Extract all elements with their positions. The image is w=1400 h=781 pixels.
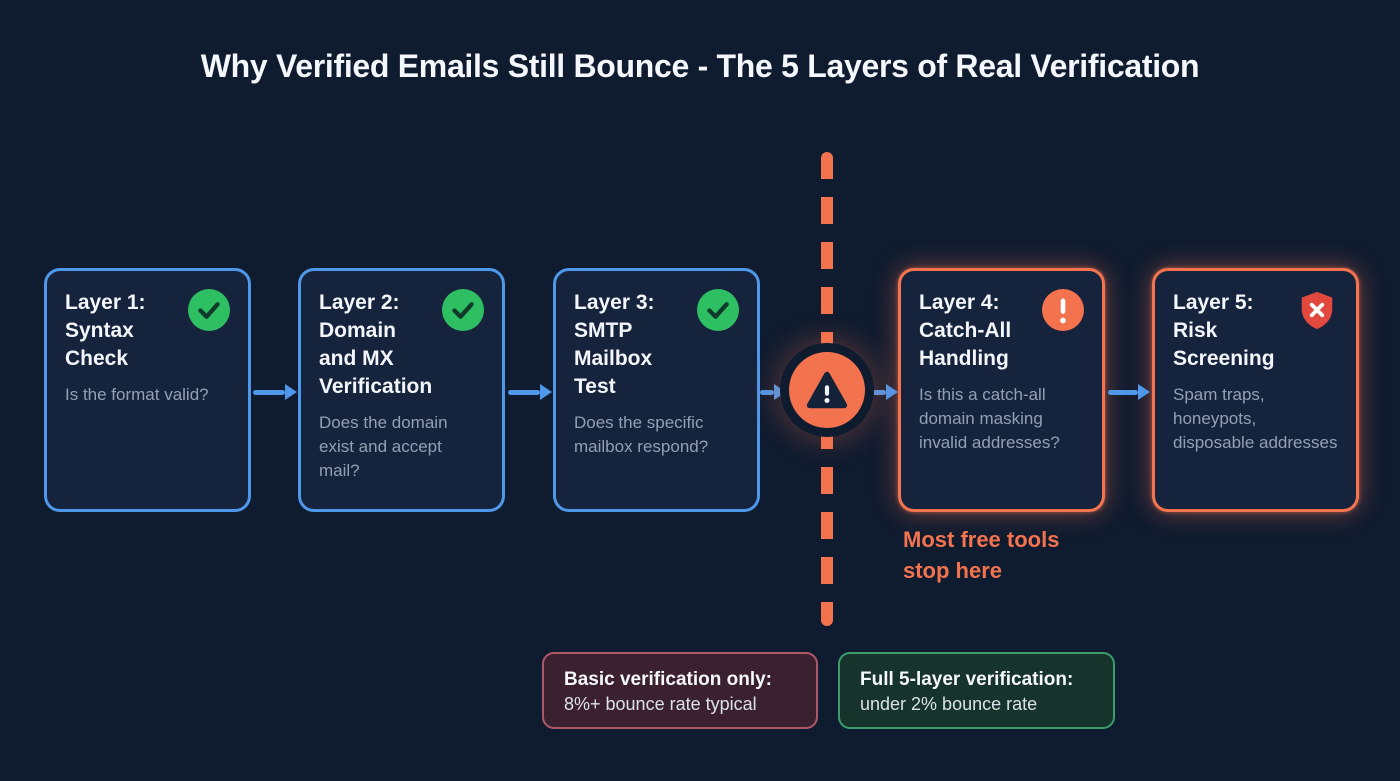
card-header: Layer 4: Catch-All Handling (919, 289, 1084, 373)
layer-3-subtitle: Does the specific mailbox respond? (574, 413, 709, 456)
check-circle-icon (188, 289, 230, 331)
flow-arrow-2-3 (508, 382, 552, 402)
legend-title: Basic verification only: (564, 669, 773, 690)
layer-4-title: Layer 4: Catch-All Handling (919, 291, 1012, 370)
layer-1-subtitle: Is the format valid? (65, 385, 209, 404)
layer-1-card: Layer 1: Syntax Check Is the format vali… (44, 268, 251, 512)
card-header: Layer 2: Domain and MX Verification (319, 289, 485, 401)
layer-2-title: Layer 2: Domain and MX Verification (319, 291, 433, 398)
layer-2-card: Layer 2: Domain and MX Verification Does… (298, 268, 505, 512)
warning-triangle-icon (789, 352, 865, 428)
full-verification-legend: Full 5-layer verification: under 2% boun… (838, 652, 1115, 729)
card-header: Layer 1: Syntax Check (65, 289, 230, 373)
layer-1-title: Layer 1: Syntax Check (65, 291, 146, 370)
basic-verification-legend: Basic verification only: 8%+ bounce rate… (542, 652, 818, 729)
shield-x-icon (1296, 289, 1338, 331)
flow-arrow-1-2 (253, 382, 297, 402)
layer-3-card: Layer 3: SMTP Mailbox Test Does the spec… (553, 268, 760, 512)
flow-arrow-divider-4 (872, 382, 898, 402)
layer-5-card: Layer 5: Risk Screening Spam traps, hone… (1152, 268, 1359, 512)
check-circle-icon (442, 289, 485, 331)
flow-arrow-4-5 (1108, 382, 1150, 402)
card-header: Layer 5: Risk Screening (1173, 289, 1338, 373)
page-title: Why Verified Emails Still Bounce - The 5… (200, 48, 1200, 84)
legend-subtitle: 8%+ bounce rate typical (564, 694, 757, 714)
layer-3-title: Layer 3: SMTP Mailbox Test (574, 291, 655, 398)
most-free-tools-annotation: Most free tools stop here (903, 527, 1060, 583)
layer-2-subtitle: Does the domain exist and accept mail? (319, 413, 448, 480)
legend-subtitle: under 2% bounce rate (860, 694, 1038, 714)
layer-4-card: Layer 4: Catch-All Handling Is this a ca… (898, 268, 1105, 512)
layer-5-subtitle: Spam traps, honeypots, disposable addres… (1173, 385, 1338, 452)
card-header: Layer 3: SMTP Mailbox Test (574, 289, 739, 401)
check-circle-icon (697, 289, 739, 331)
flow-arrow-3-divider (760, 382, 786, 402)
legend-title: Full 5-layer verification: (860, 669, 1074, 690)
layer-4-subtitle: Is this a catch-all domain masking inval… (919, 385, 1060, 452)
layer-5-title: Layer 5: Risk Screening (1173, 291, 1275, 370)
alert-circle-icon (1042, 289, 1084, 331)
